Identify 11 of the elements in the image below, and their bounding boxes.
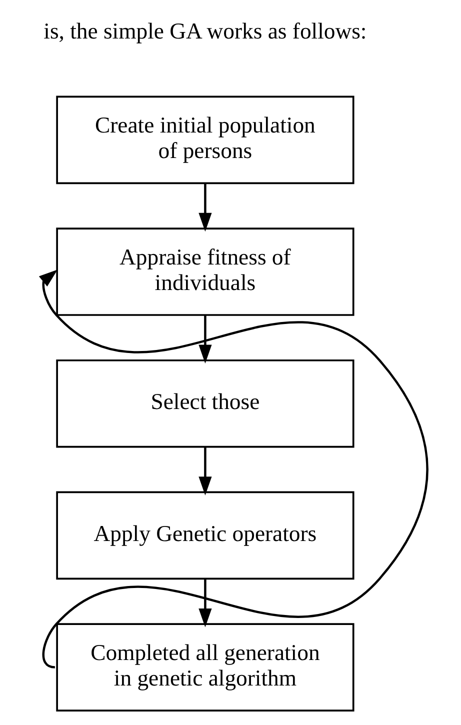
- node-box: Apply Genetic operators: [56, 491, 354, 580]
- node-box: Create initial population of persons: [56, 96, 354, 184]
- arrow: [198, 578, 212, 628]
- node-box: Completed all generation in genetic algorithm: [56, 623, 354, 712]
- label: is, the simple GA works as follows:: [44, 18, 367, 44]
- arrow: [38, 270, 428, 668]
- arrow: [198, 183, 212, 232]
- arrow: [198, 315, 212, 364]
- node-box: Select those: [56, 359, 354, 448]
- node-box: Appraise fitness of individuals: [56, 228, 354, 316]
- arrow: [198, 446, 212, 496]
